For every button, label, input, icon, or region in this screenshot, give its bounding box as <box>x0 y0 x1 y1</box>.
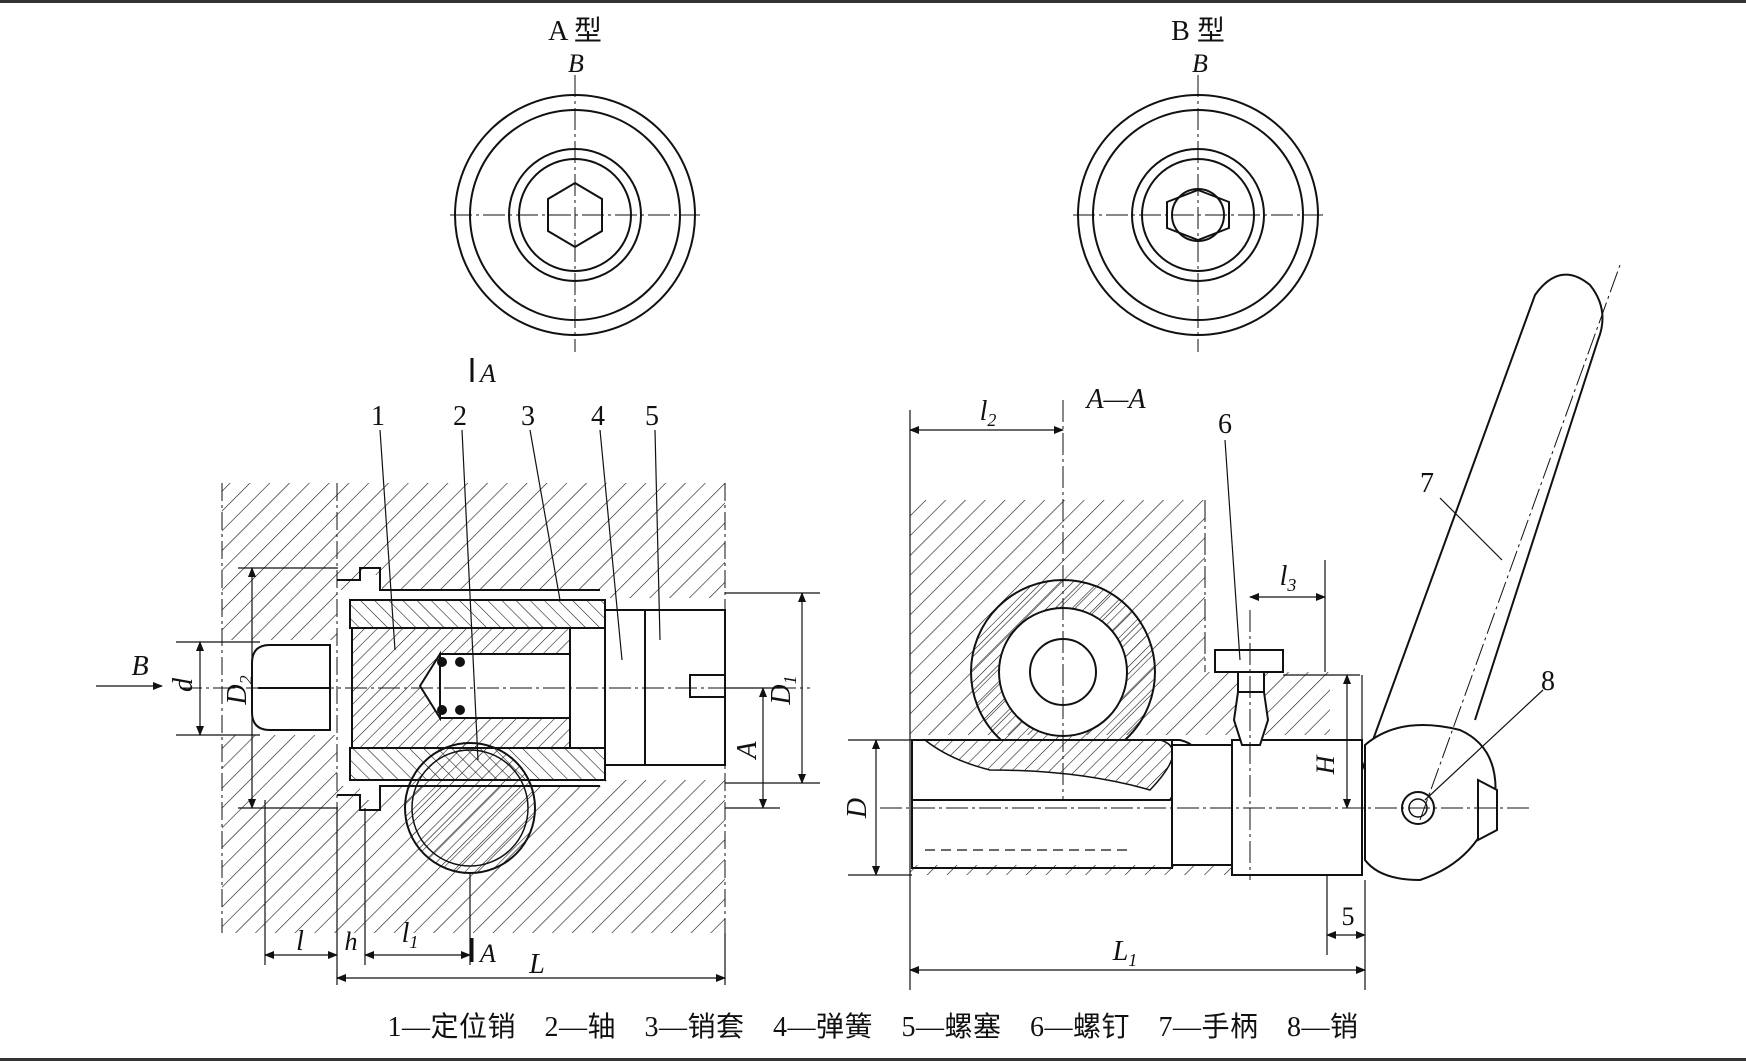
part-number-4: 4 <box>591 401 605 432</box>
right-assembly <box>880 264 1621 882</box>
left-assembly <box>180 483 810 933</box>
top-border <box>0 0 1746 3</box>
view-b-b-letter: B <box>1192 49 1208 78</box>
parts-legend: 1—定位销 2—轴 3—销套 4—弹簧 5—螺塞 6—螺钉 7—手柄 8—销 <box>387 1012 1359 1043</box>
section-mark-top: A <box>478 359 496 388</box>
view-b-top <box>1073 75 1323 352</box>
view-a-b-letter: B <box>568 49 584 78</box>
dim-A: A <box>732 741 763 761</box>
part-leaders-left <box>379 429 661 761</box>
view-b-title: B 型 <box>1171 15 1225 47</box>
dim-5: 5 <box>1342 902 1355 931</box>
svg-text:D1: D1 <box>766 675 800 705</box>
arrow-b-label: B <box>131 651 148 682</box>
part-leaders-right <box>1224 439 1544 801</box>
dim-H: H <box>1311 754 1340 775</box>
part-number-1: 1 <box>371 401 385 432</box>
right-dimensions <box>848 410 1366 990</box>
dim-L: L <box>528 949 545 980</box>
view-a-title: A 型 <box>548 15 602 47</box>
dim-l: l <box>296 926 304 957</box>
dim-D2: D2 <box>222 675 256 705</box>
dim-h: h <box>345 927 358 956</box>
section-mark-bottom: A <box>478 939 496 968</box>
dim-d: d <box>168 677 199 692</box>
view-a-top <box>450 75 700 352</box>
part-number-6: 6 <box>1218 409 1232 440</box>
dim-l3: l3 <box>1280 561 1297 595</box>
dim-l1: l1 <box>402 918 419 952</box>
section-title: A—A <box>1084 384 1146 415</box>
part-number-5: 5 <box>645 401 659 432</box>
dim-l2: l2 <box>980 396 997 430</box>
svg-text:D2: D2 <box>222 675 256 705</box>
part-number-8: 8 <box>1541 666 1555 697</box>
part-number-2: 2 <box>453 401 467 432</box>
part-number-7: 7 <box>1420 468 1434 499</box>
bottom-border <box>0 1058 1746 1061</box>
dim-D: D <box>842 798 873 819</box>
dim-L1: L1 <box>1112 936 1138 970</box>
left-dimensions <box>96 567 820 985</box>
dim-D1: D1 <box>766 675 800 705</box>
part-number-3: 3 <box>521 401 535 432</box>
